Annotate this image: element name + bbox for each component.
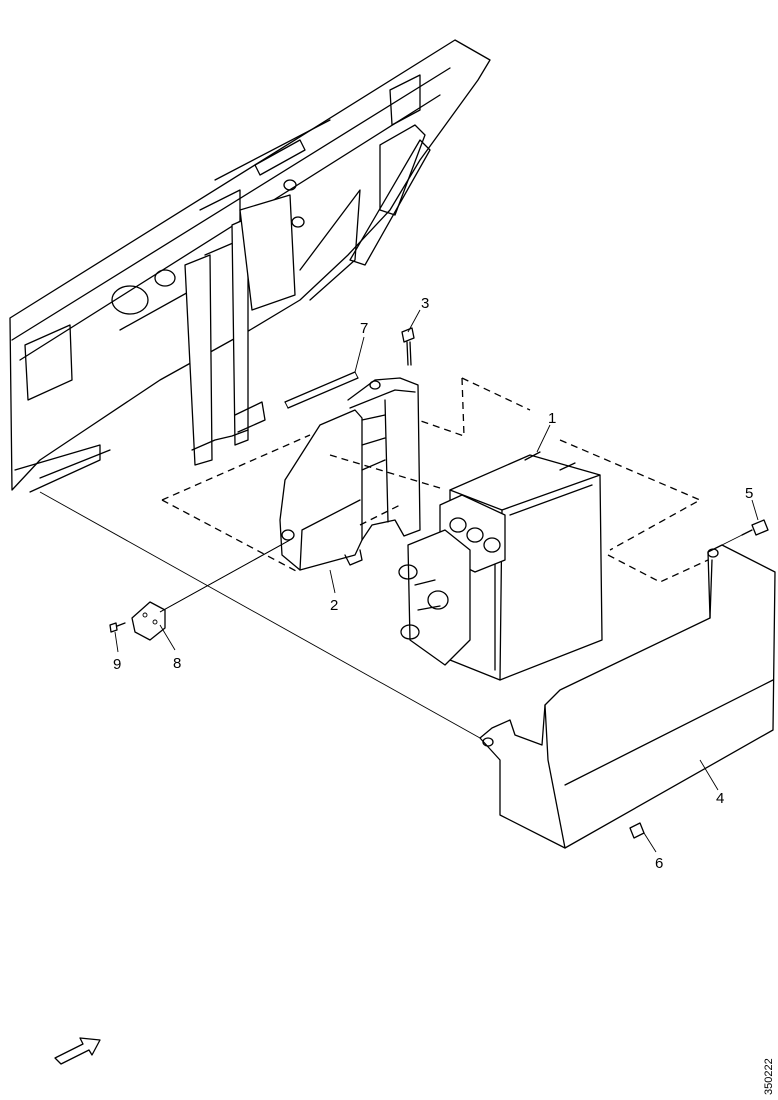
mounting-bracket [279,377,421,571]
callout-3: 3 [421,295,429,312]
callout-1: 1 [548,410,556,427]
callout-8: 8 [173,655,181,672]
bolt-3 [401,327,415,366]
nut-6 [629,822,645,839]
callout-5: 5 [745,485,753,502]
callout-4: 4 [716,790,724,807]
control-unit [398,451,603,681]
frame-rail [9,39,491,493]
callout-2: 2 [330,597,338,614]
callout-7: 7 [360,320,368,337]
assembly-outlines [161,377,709,583]
alignment-lines [39,491,743,739]
screw-9 [109,622,126,633]
leader-lines [114,309,759,853]
nut-5 [741,519,769,536]
clip-8 [131,601,166,641]
cover [479,544,776,849]
document-number: 350222 [763,1058,775,1095]
forward-arrow-icon [54,1037,101,1065]
tie-rod [284,371,359,409]
callout-6: 6 [655,855,663,872]
callout-9: 9 [113,656,121,673]
